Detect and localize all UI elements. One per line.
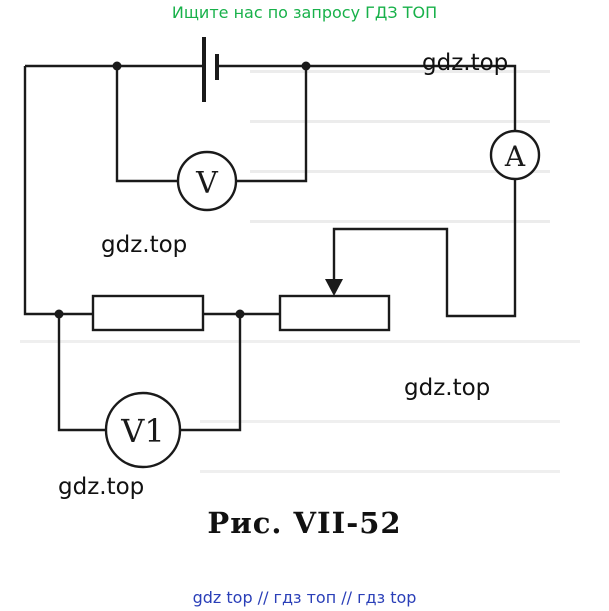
watermark: gdz.top (422, 50, 509, 76)
ammeter-a-label: A (504, 140, 526, 173)
battery-icon (202, 37, 219, 102)
ammeter-a: A (489, 129, 541, 181)
voltmeter-v: V (176, 150, 238, 212)
bottom-banner: gdz top // гдз топ // гдз top (192, 588, 417, 607)
junction-node (54, 309, 64, 319)
junction-node (112, 61, 122, 71)
rheostat (278, 279, 391, 332)
bleed-through-background (20, 70, 580, 473)
figure-caption: Рис. VII-52 (207, 506, 402, 540)
watermark: gdz.top (101, 232, 188, 258)
top-banner: Ищите нас по запросу ГДЗ ТОП (171, 3, 438, 22)
resistor (91, 294, 205, 332)
junction-nodes (54, 61, 311, 319)
junction-node (301, 61, 311, 71)
watermark: gdz.top (404, 375, 491, 401)
watermark: gdz.top (58, 474, 145, 500)
junction-node (235, 309, 245, 319)
voltmeter-v1-label: V1 (120, 412, 164, 450)
voltmeter-v-label: V (195, 166, 219, 201)
voltmeter-v1: V1 (104, 391, 182, 469)
rheostat-slider-arrow-icon (325, 279, 343, 296)
